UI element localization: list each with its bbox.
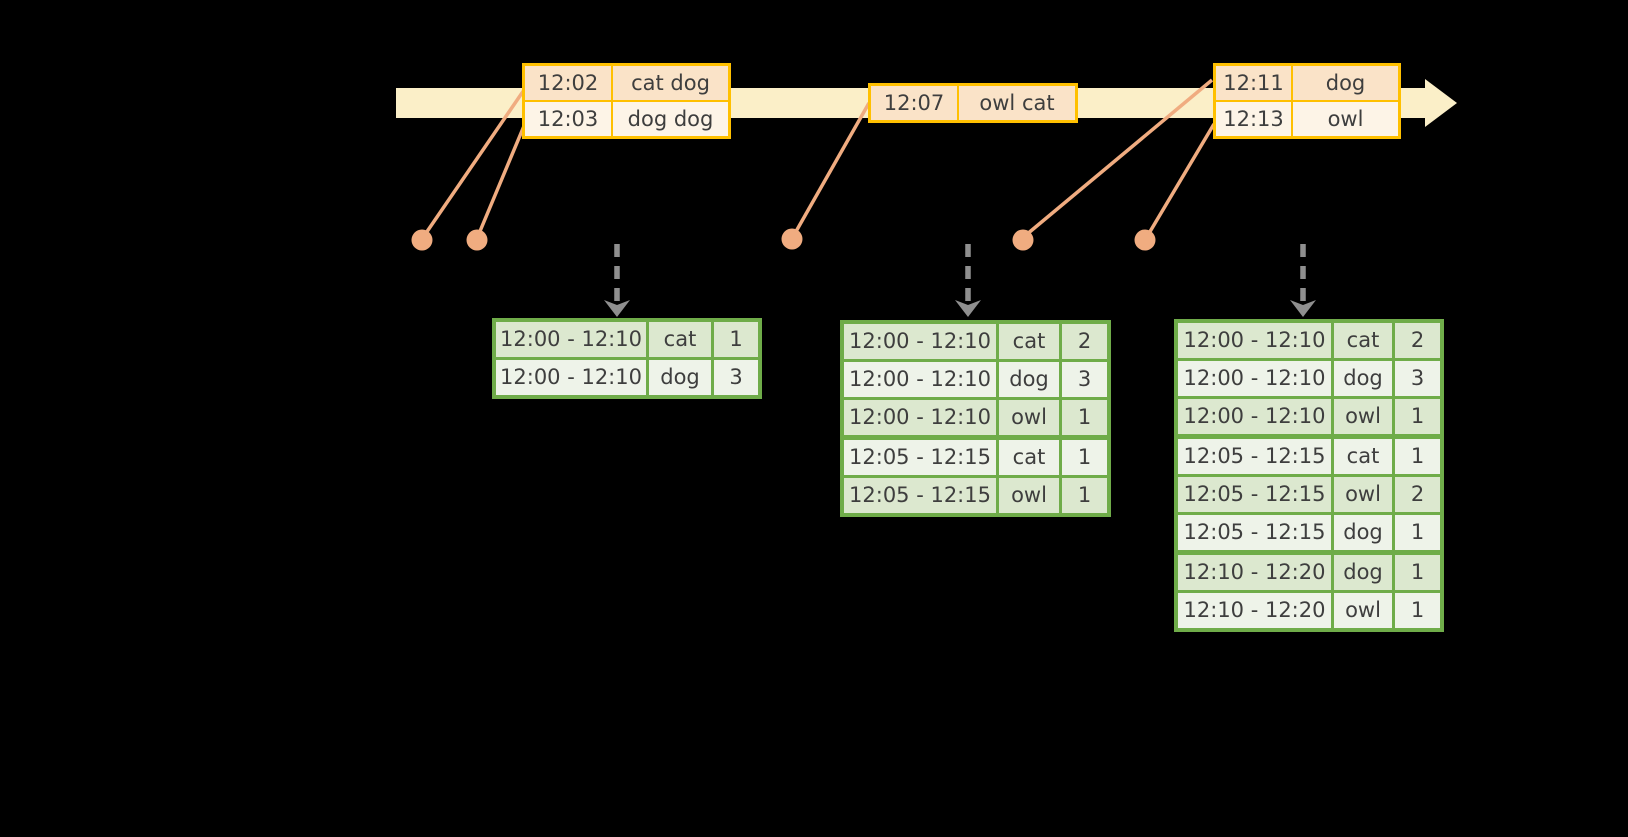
event-connector-line [1024, 78, 1214, 237]
table-cell: owl [996, 397, 1062, 439]
table-cell: cat [996, 435, 1062, 478]
table-cell: owl [1291, 100, 1401, 139]
table-cell: 1 [1392, 396, 1444, 438]
table-cell: 1 [711, 318, 762, 360]
table-cell: 1 [1392, 434, 1444, 477]
table-cell: 1 [1392, 550, 1444, 593]
event-dot [1134, 229, 1156, 251]
table-cell: 1 [1059, 397, 1111, 439]
table-cell: owl cat [957, 83, 1078, 123]
table-cell: dog [1331, 550, 1395, 593]
table-cell: 12:11 [1213, 63, 1293, 102]
trigger-arrowhead-icon [1290, 300, 1316, 317]
event-dot [781, 228, 803, 250]
table-cell: 12:05 - 12:15 [1174, 434, 1334, 477]
table-cell: 2 [1392, 474, 1444, 515]
table-cell: owl [1331, 396, 1395, 438]
table-cell: 12:10 - 12:20 [1174, 590, 1334, 632]
table-cell: owl [1331, 474, 1395, 515]
table-cell: dog [1331, 512, 1395, 554]
table-cell: 12:00 - 12:10 [492, 357, 649, 399]
table-cell: 1 [1059, 475, 1111, 517]
event-dot [466, 229, 488, 251]
table-cell: dog dog [611, 100, 731, 139]
table-cell: 3 [1059, 359, 1111, 400]
table-cell: 12:05 - 12:15 [1174, 512, 1334, 554]
table-cell: 12:05 - 12:15 [840, 435, 999, 478]
table-cell: 12:05 - 12:15 [1174, 474, 1334, 515]
table-cell: 1 [1392, 590, 1444, 632]
event-connector-line [792, 102, 871, 236]
event-connector-line [422, 89, 526, 237]
timeline-arrowhead-icon [1425, 79, 1457, 127]
table-cell: 12:00 - 12:10 [1174, 396, 1334, 438]
table-cell: 2 [1392, 319, 1444, 361]
table-cell: 12:00 - 12:10 [1174, 319, 1334, 361]
trigger-arrowhead-icon [955, 300, 981, 317]
trigger-arrowhead-icon [604, 300, 630, 317]
table-cell: cat [996, 320, 1062, 362]
table-cell: owl [1331, 590, 1395, 632]
table-cell: dog [1291, 63, 1401, 102]
event-connector-line [476, 125, 526, 237]
table-cell: 12:10 - 12:20 [1174, 550, 1334, 593]
table-cell: 12:00 - 12:10 [1174, 358, 1334, 399]
table-cell: 1 [1059, 435, 1111, 478]
table-cell: 12:13 [1213, 100, 1293, 139]
table-cell: cat [1331, 319, 1395, 361]
table-cell: 12:00 - 12:10 [840, 359, 999, 400]
event-connector-line [1146, 123, 1216, 236]
table-cell: 12:00 - 12:10 [840, 397, 999, 439]
table-cell: 12:02 [522, 63, 613, 102]
table-cell: dog [646, 357, 714, 399]
table-cell: 3 [1392, 358, 1444, 399]
table-cell: cat [1331, 434, 1395, 477]
table-cell: 2 [1059, 320, 1111, 362]
table-cell: 12:00 - 12:10 [492, 318, 649, 360]
table-cell: 12:05 - 12:15 [840, 475, 999, 517]
table-cell: cat [646, 318, 714, 360]
table-cell: owl [996, 475, 1062, 517]
table-cell: 12:03 [522, 100, 613, 139]
table-cell: 1 [1392, 512, 1444, 554]
table-cell: 12:00 - 12:10 [840, 320, 999, 362]
table-cell: 3 [711, 357, 762, 399]
table-cell: dog [1331, 358, 1395, 399]
event-dot [411, 229, 433, 251]
event-dot [1012, 229, 1034, 251]
table-cell: cat dog [611, 63, 731, 102]
table-cell: dog [996, 359, 1062, 400]
table-cell: 12:07 [868, 83, 959, 123]
